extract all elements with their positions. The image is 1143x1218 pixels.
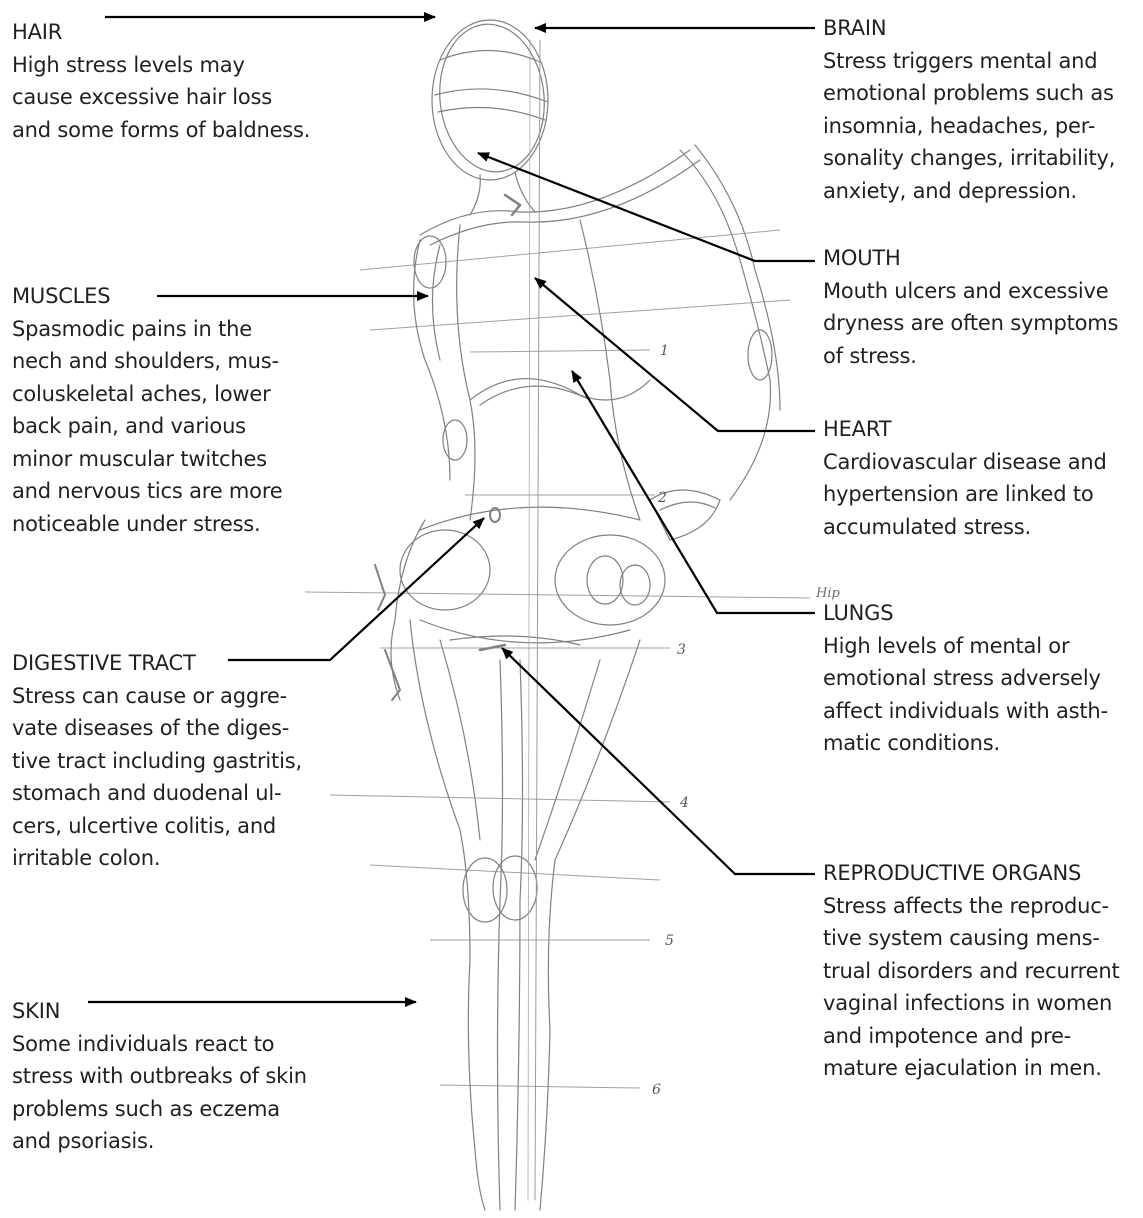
lungs-title: LUNGS xyxy=(823,597,1143,630)
brain-description: Stress triggers mental and emotional pro… xyxy=(823,45,1143,208)
tick-6: 6 xyxy=(652,1082,661,1098)
digestive-tract-description: Stress can cause or aggre- vate diseases… xyxy=(12,680,332,875)
lungs-arrow xyxy=(572,371,815,613)
muscles-callout: MUSCLES Spasmodic pains in the nech and … xyxy=(12,280,312,540)
digestive-tract-title: DIGESTIVE TRACT xyxy=(12,647,332,680)
mouth-callout: MOUTH Mouth ulcers and excessive dryness… xyxy=(823,242,1143,372)
lungs-description: High levels of mental or emotional stres… xyxy=(823,630,1143,760)
tick-4: 4 xyxy=(679,795,689,811)
hair-description: High stress levels may cause excessive h… xyxy=(12,49,352,147)
mouth-description: Mouth ulcers and excessive dryness are o… xyxy=(823,275,1143,373)
muscles-description: Spasmodic pains in the nech and shoulder… xyxy=(12,313,312,541)
reproductive-organs-title: REPRODUCTIVE ORGANS xyxy=(823,857,1143,890)
proportion-lines xyxy=(305,230,810,1088)
tick-3: 3 xyxy=(677,642,686,658)
skin-callout: SKIN Some individuals react to stress wi… xyxy=(12,995,342,1158)
hair-title: HAIR xyxy=(12,16,352,49)
tick-5: 5 xyxy=(665,933,674,949)
reproductive-arrow xyxy=(502,648,815,874)
reproductive-organs-callout: REPRODUCTIVE ORGANS Stress affects the r… xyxy=(823,857,1143,1085)
reproductive-organs-description: Stress affects the reproduc- tive system… xyxy=(823,890,1143,1085)
sketch-body xyxy=(375,19,780,1210)
mouth-title: MOUTH xyxy=(823,242,1143,275)
tick-2: 2 xyxy=(657,490,667,506)
skin-title: SKIN xyxy=(12,995,342,1028)
digestive-tract-callout: DIGESTIVE TRACT Stress can cause or aggr… xyxy=(12,647,332,875)
muscles-title: MUSCLES xyxy=(12,280,312,313)
tick-1: 1 xyxy=(660,343,669,359)
hair-callout: HAIR High stress levels may cause excess… xyxy=(12,16,352,146)
brain-title: BRAIN xyxy=(823,12,1143,45)
brain-callout: BRAIN Stress triggers mental and emotion… xyxy=(823,12,1143,207)
proportion-tick-numbers: 1 2 3 4 5 6 xyxy=(652,343,689,1098)
skin-description: Some individuals react to stress with ou… xyxy=(12,1028,342,1158)
heart-title: HEART xyxy=(823,413,1143,446)
heart-description: Cardiovascular disease and hypertension … xyxy=(823,446,1143,544)
heart-callout: HEART Cardiovascular disease and hyperte… xyxy=(823,413,1143,543)
mouth-arrow xyxy=(478,153,815,261)
lungs-callout: LUNGS High levels of mental or emotional… xyxy=(823,597,1143,760)
